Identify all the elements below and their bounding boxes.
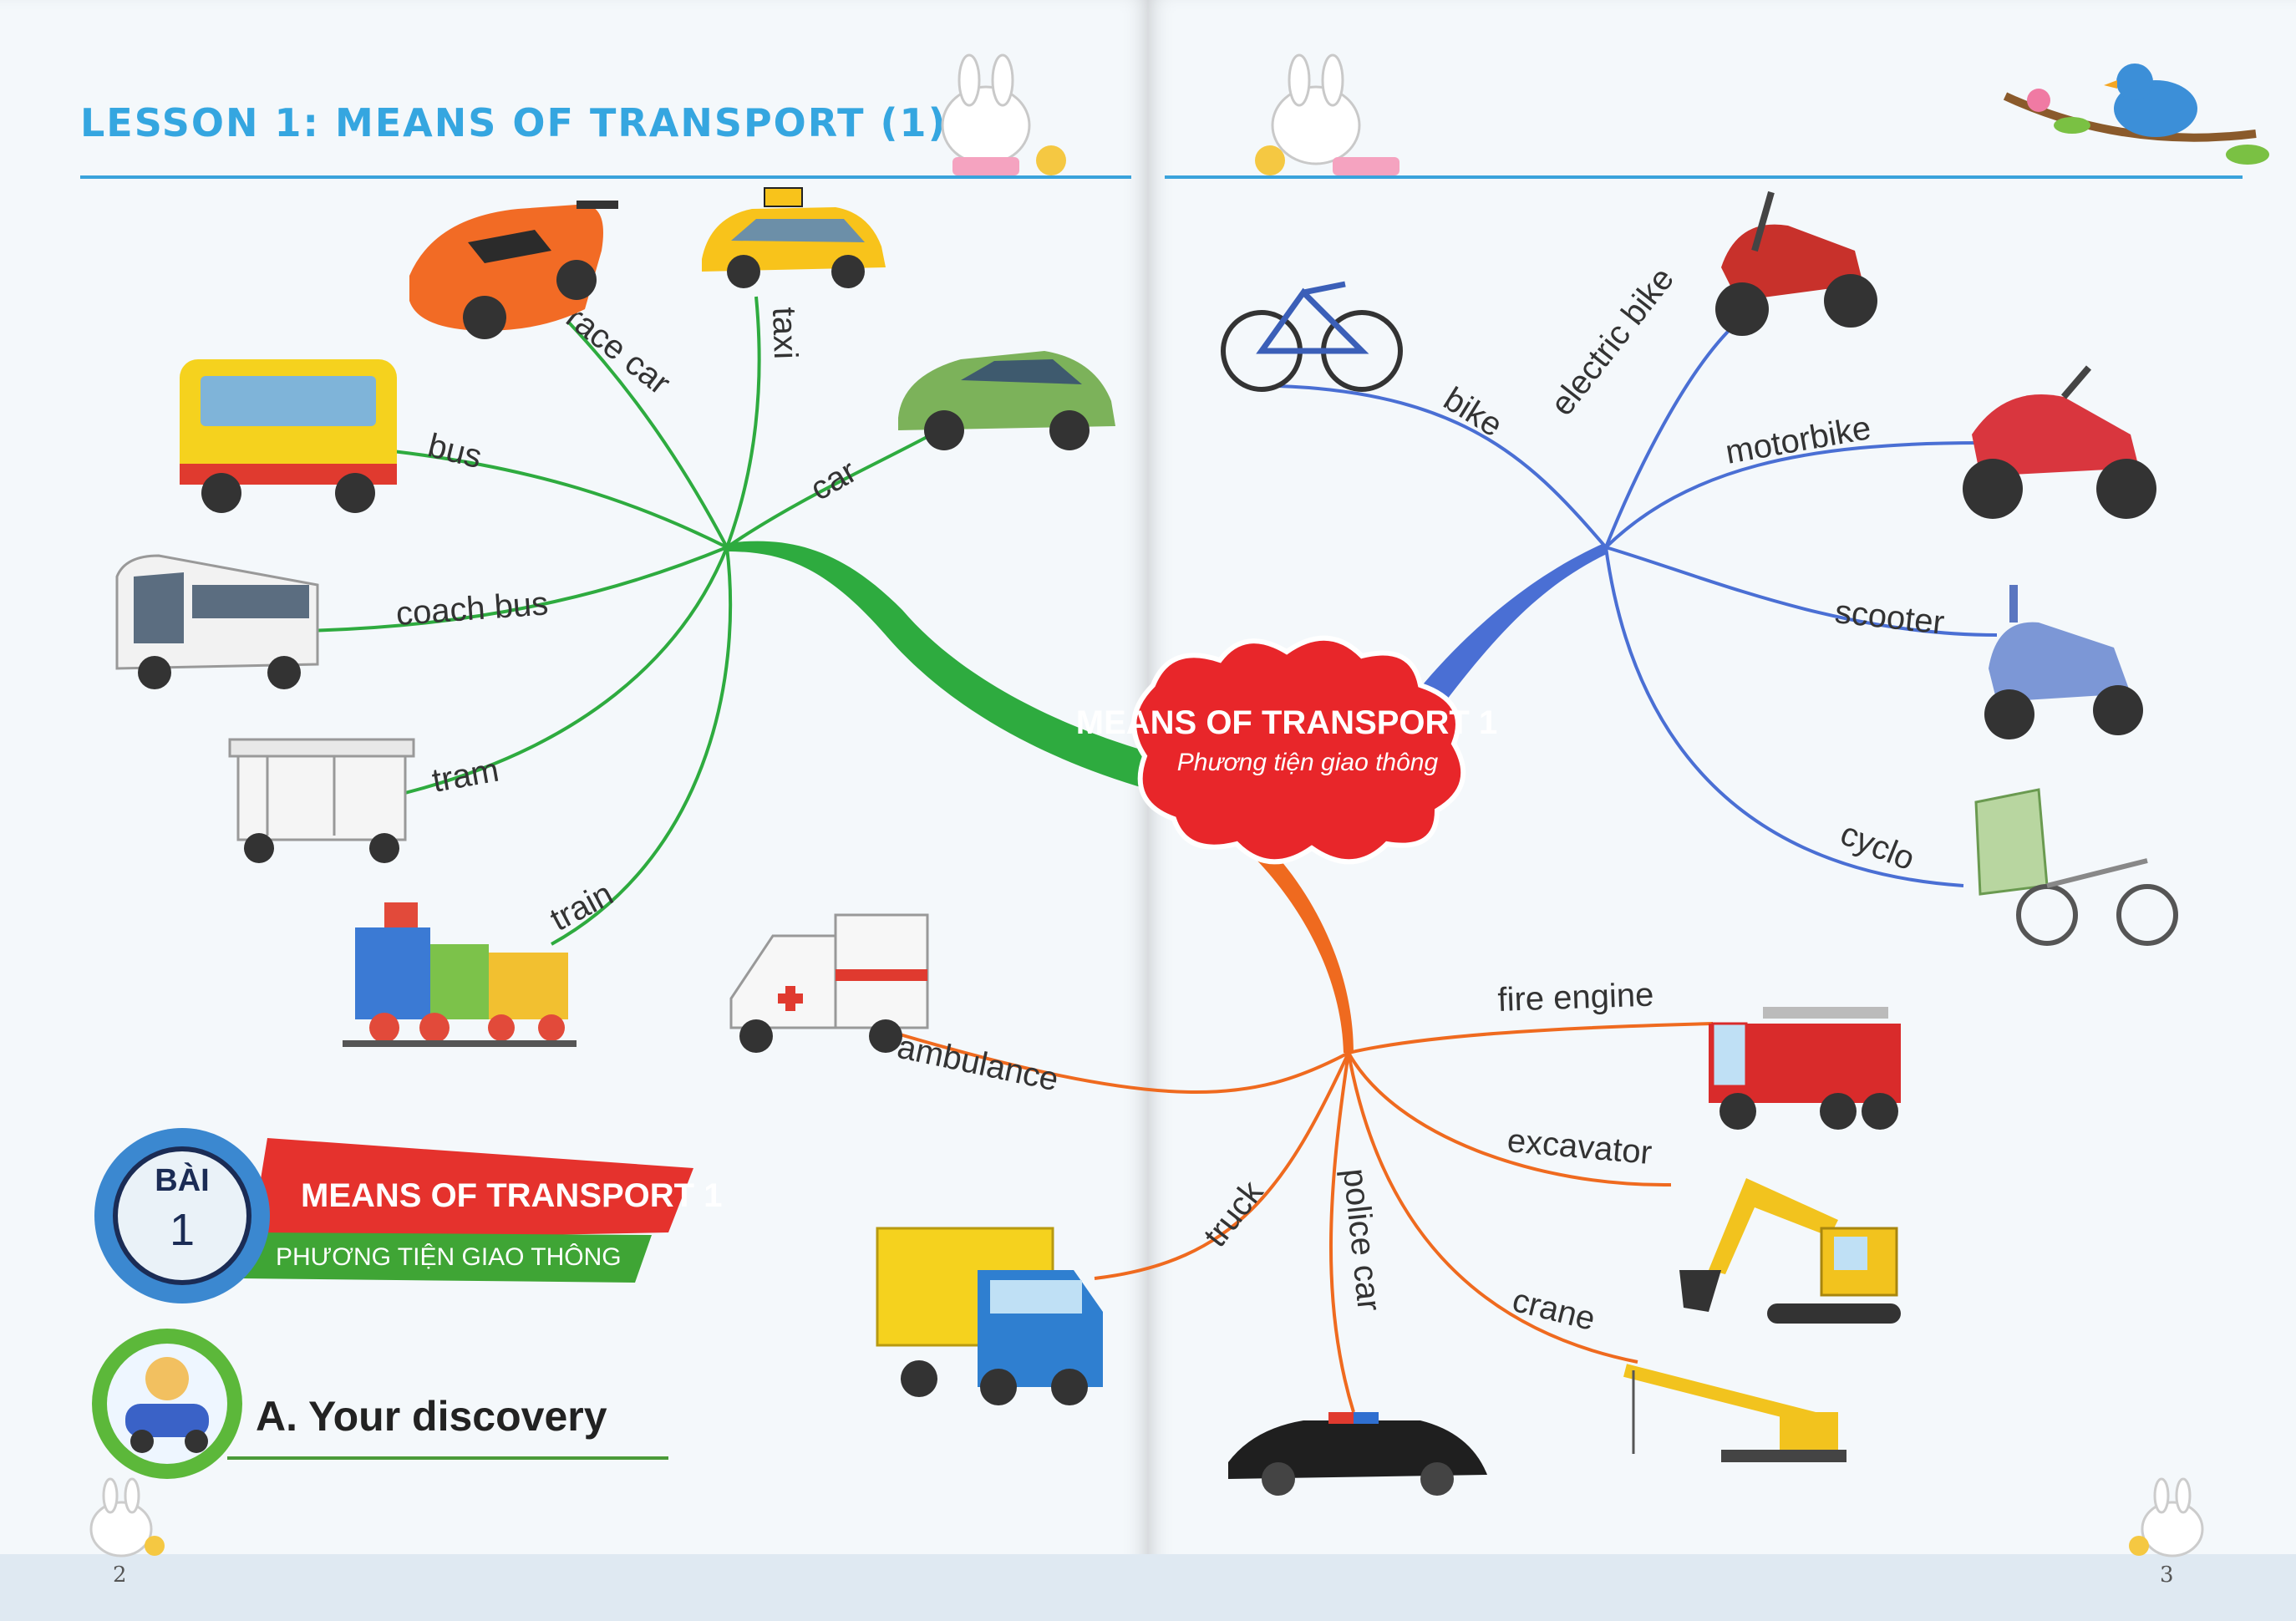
right-header-rule bbox=[1165, 175, 2243, 179]
label-ambulance: ambulance bbox=[894, 1029, 1062, 1099]
label-cyclo: cyclo bbox=[1836, 816, 1920, 878]
orange-main-branch bbox=[1253, 848, 1354, 1053]
ambulance-icon bbox=[729, 913, 929, 1053]
train-icon bbox=[343, 902, 577, 1047]
label-excavator: excavator bbox=[1506, 1122, 1653, 1171]
green-main-branch bbox=[727, 541, 1149, 790]
bunny-corner-icon bbox=[89, 1477, 165, 1557]
bunny-mascot-icon bbox=[1255, 53, 1399, 175]
green-sub-branches bbox=[300, 296, 932, 946]
label-train: train bbox=[545, 876, 619, 938]
left-page-number: 2 bbox=[113, 1563, 127, 1588]
label-car: car bbox=[805, 453, 863, 508]
badge-subtitle: PHƯƠNG TIỆN GIAO THÔNG bbox=[276, 1242, 622, 1271]
section-heading-underline bbox=[227, 1456, 668, 1460]
blue-main-branch bbox=[1412, 543, 1608, 710]
right-page-number: 3 bbox=[2160, 1563, 2174, 1588]
center-cloud-node: MEANS OF TRANSPORT 1 Phương tiện giao th… bbox=[1076, 635, 1497, 865]
blue-sub-branches bbox=[1278, 320, 1998, 887]
right-footer-band bbox=[1148, 1554, 2296, 1621]
discovery-race-car-icon bbox=[92, 1329, 242, 1479]
motorbike-icon bbox=[1963, 365, 2156, 519]
cyclo-icon bbox=[1974, 788, 2178, 946]
badge-bai-word: BÀI bbox=[155, 1161, 209, 1198]
badge-title: MEANS OF TRANSPORT 1 bbox=[301, 1177, 722, 1214]
lesson-badge: MEANS OF TRANSPORT 1 PHƯƠNG TIỆN GIAO TH… bbox=[94, 1128, 722, 1303]
label-police-car: police car bbox=[1336, 1166, 1388, 1313]
label-crane: crane bbox=[1509, 1282, 1599, 1338]
crane-icon bbox=[1623, 1364, 1846, 1462]
car-icon bbox=[898, 351, 1115, 450]
race-car-icon bbox=[409, 201, 618, 339]
label-bike: bike bbox=[1437, 380, 1509, 444]
center-title: MEANS OF TRANSPORT 1 bbox=[1076, 704, 1497, 741]
label-tram: tram bbox=[429, 752, 501, 800]
label-coach-bus: coach bus bbox=[395, 585, 550, 633]
label-taxi: taxi bbox=[765, 307, 804, 360]
bunny-mascot-icon bbox=[941, 53, 1066, 175]
label-scooter: scooter bbox=[1833, 593, 1946, 641]
bike-icon bbox=[1221, 281, 1403, 392]
bird-on-branch-icon bbox=[2003, 64, 2269, 165]
label-race-car: race car bbox=[559, 298, 677, 402]
electric-bike-icon bbox=[1715, 191, 1877, 336]
lesson-title: LESSON 1: MEANS OF TRANSPORT (1) bbox=[80, 100, 947, 145]
taxi-icon bbox=[702, 187, 886, 288]
label-motorbike: motorbike bbox=[1723, 409, 1874, 471]
police-car-icon bbox=[1228, 1412, 1487, 1496]
orange-sub-branches bbox=[876, 1022, 1714, 1413]
section-heading: A. Your discovery bbox=[256, 1393, 607, 1440]
label-fire-engine: fire engine bbox=[1497, 977, 1654, 1019]
label-electric-bike: electric bike bbox=[1543, 261, 1681, 423]
bus-icon bbox=[180, 359, 397, 513]
bunny-corner-icon bbox=[2129, 1477, 2204, 1557]
center-subtitle: Phương tiện giao thông bbox=[1177, 749, 1439, 776]
left-footer-band bbox=[0, 1554, 1148, 1621]
badge-number: 1 bbox=[170, 1205, 195, 1255]
fire-engine-icon bbox=[1709, 1007, 1901, 1130]
label-bus: bus bbox=[424, 427, 485, 475]
truck-icon bbox=[876, 1227, 1103, 1405]
left-header-rule bbox=[80, 175, 1131, 179]
excavator-icon bbox=[1679, 1178, 1901, 1324]
coach-bus-icon bbox=[115, 554, 319, 689]
tram-icon bbox=[228, 738, 415, 863]
scooter-icon bbox=[1984, 585, 2143, 739]
